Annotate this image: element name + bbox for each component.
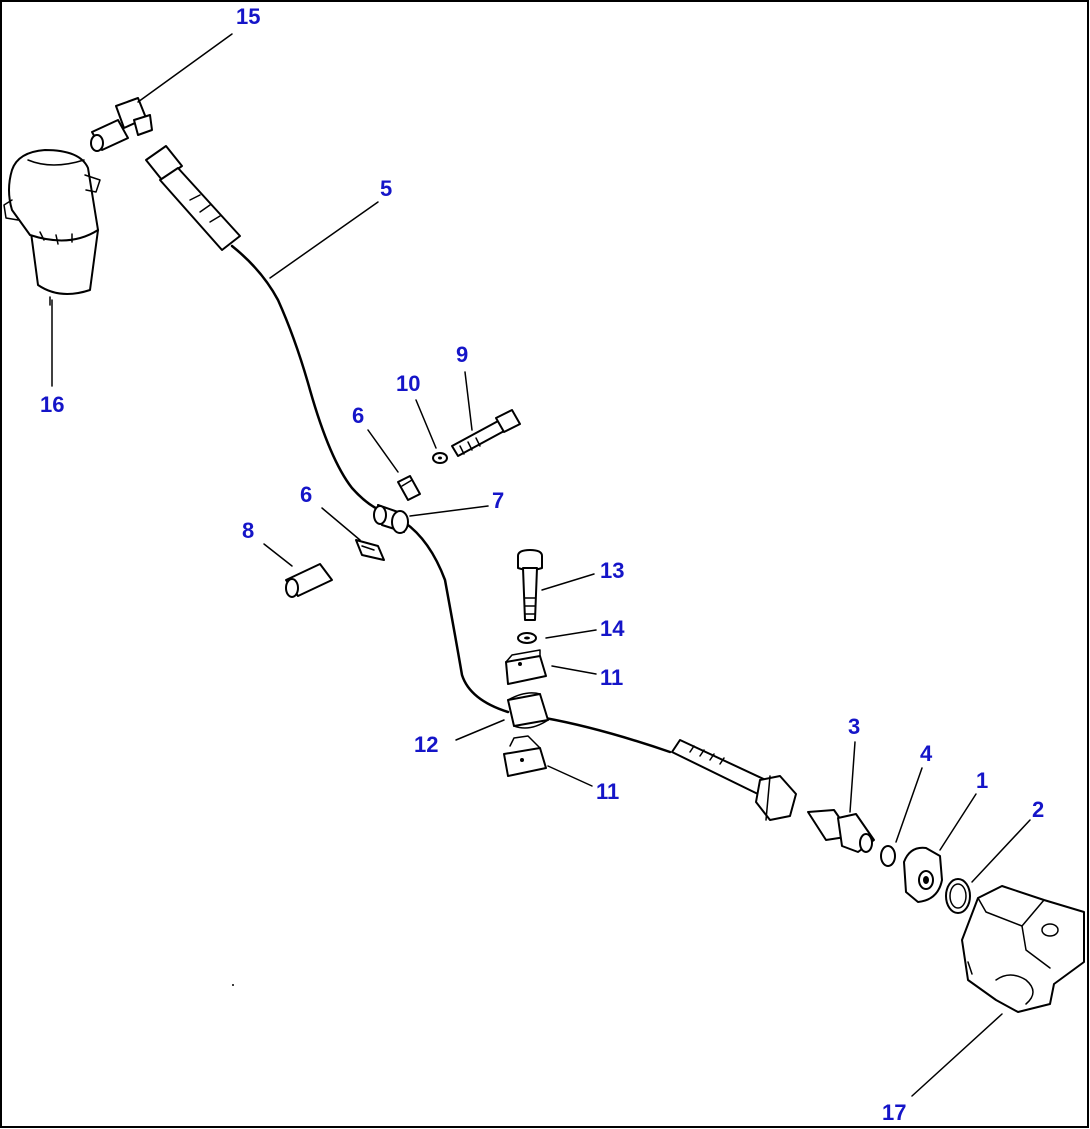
label-7: 7 xyxy=(492,488,504,513)
hose-end-fitting-upper xyxy=(145,145,241,251)
label-15: 15 xyxy=(236,4,260,29)
label-5: 5 xyxy=(380,176,392,201)
clip-part-6-lower xyxy=(355,539,385,561)
stray-dot xyxy=(232,984,234,986)
clamp-rubber-part-12 xyxy=(507,692,549,729)
label-12: 12 xyxy=(414,732,438,757)
label-8: 8 xyxy=(242,518,254,543)
label-11-lower: 11 xyxy=(596,779,619,804)
label-2: 2 xyxy=(1032,797,1044,822)
label-14: 14 xyxy=(600,616,625,641)
label-1: 1 xyxy=(976,768,988,793)
grommet-part-7 xyxy=(373,504,409,534)
flange-part-1 xyxy=(903,846,943,903)
label-9: 9 xyxy=(456,342,468,367)
o-ring-part-2-inner xyxy=(949,883,967,909)
hose-line-tail xyxy=(543,716,672,754)
label-3: 3 xyxy=(848,714,860,739)
hose-line xyxy=(230,244,386,514)
label-17: 17 xyxy=(882,1100,906,1125)
washer-part-10 xyxy=(432,452,448,464)
hose-line-lower xyxy=(402,520,510,714)
adapter-part-3 xyxy=(807,809,875,853)
clamp-half-part-11-lower xyxy=(503,735,547,777)
o-ring-part-4 xyxy=(880,845,896,867)
label-4: 4 xyxy=(920,741,933,766)
bolt-part-9 xyxy=(451,409,521,457)
leader-lines xyxy=(51,33,1031,1097)
clip-part-6-upper xyxy=(397,475,421,501)
valve-body-part-17 xyxy=(961,885,1085,1013)
label-10: 10 xyxy=(396,371,420,396)
sleeve-part-8 xyxy=(285,563,333,598)
label-11-upper: 11 xyxy=(600,665,623,690)
label-16: 16 xyxy=(40,392,64,417)
washer-part-14 xyxy=(517,632,537,644)
hose-end-fitting-lower xyxy=(671,739,797,821)
clamp-half-part-11-upper xyxy=(505,649,547,685)
bolt-part-13 xyxy=(517,549,543,621)
filter-canister-part-16 xyxy=(3,149,101,306)
label-13: 13 xyxy=(600,558,624,583)
label-6-lower: 6 xyxy=(300,482,312,507)
elbow-fitting-part-15 xyxy=(90,97,153,152)
label-6-upper: 6 xyxy=(352,403,364,428)
